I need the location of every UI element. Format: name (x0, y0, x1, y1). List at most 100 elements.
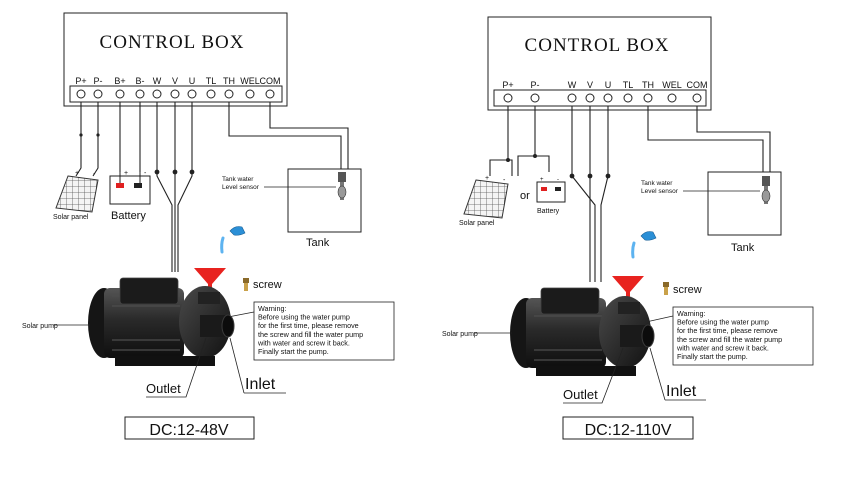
left-wires (75, 102, 349, 272)
right-terminal-label: TL (623, 80, 634, 90)
right-inlet-label: Inlet (666, 383, 697, 400)
right-level-sensor-icon (761, 176, 771, 204)
right-warning-line: the screw and fill the water pump (677, 335, 782, 344)
right-solar-panel-label: Solar panel (459, 220, 495, 227)
left-terminal-label: P+ (75, 76, 86, 86)
left-inlet-label: Inlet (245, 376, 276, 393)
right-terminal-label: TH (642, 80, 654, 90)
right-outlet-label: Outlet (563, 387, 598, 402)
left-terminal-label: U (189, 76, 196, 86)
left-terminal-label: V (172, 76, 178, 86)
left-terminal-screw (245, 89, 255, 99)
left-terminal-label: WEL (240, 76, 260, 86)
svg-text:-: - (503, 177, 506, 184)
right-terminal-screw (530, 93, 540, 103)
svg-text:-: - (557, 177, 559, 183)
right-terminal-label: W (568, 80, 577, 90)
left-wire-dots (79, 133, 195, 175)
right-or-label: or (520, 190, 530, 202)
right-voltage-box (562, 416, 694, 440)
left-tank-sensor-label-2: Level sensor (222, 184, 260, 191)
right-terminal-label: WEL (662, 80, 682, 90)
right-terminal-screw (567, 93, 577, 103)
left-warning-line: the screw and fill the water pump (258, 330, 363, 339)
left-tank-sensor-label-1: Tank water (222, 176, 254, 183)
right-terminal-screw (692, 93, 702, 103)
right-warning-line: with water and screw it back. (676, 343, 769, 352)
right-funnel-icon (612, 276, 644, 305)
right-terminal-screw (585, 93, 595, 103)
right-terminal-screw (603, 93, 613, 103)
left-terminal-screw (187, 89, 197, 99)
svg-text:+: + (540, 177, 544, 183)
left-terminal-label: TL (206, 76, 217, 86)
left-solar-panel-icon: + - (55, 170, 99, 213)
left-terminal-screw (135, 89, 145, 99)
left-warning-line: Finally start the pump. (258, 347, 329, 356)
left-terminal-label: TH (223, 76, 235, 86)
left-warning-line: Warning: (258, 304, 287, 313)
right-tank-sensor-label-1: Tank water (641, 180, 673, 187)
left-outlet-label: Outlet (146, 381, 181, 396)
right-screw-icon (663, 282, 669, 295)
right-wires (489, 106, 771, 282)
left-warning-box (253, 301, 395, 361)
left-tank (287, 168, 362, 233)
right-warning-line: Finally start the pump. (677, 352, 748, 361)
right-terminal-screw (503, 93, 513, 103)
right-battery-icon: + - (536, 177, 566, 203)
svg-text:-: - (144, 170, 147, 177)
left-terminal-screw (224, 89, 234, 99)
right-warning-line: Warning: (677, 309, 706, 318)
left-voltage-label: DC:12-48V (149, 422, 228, 439)
left-terminal-screw (152, 89, 162, 99)
left-level-sensor-icon (337, 172, 347, 200)
right-screw-label: screw (673, 284, 702, 296)
left-terminal-label: B+ (114, 76, 125, 86)
left-solar-pump-label: Solar pump (22, 323, 58, 330)
left-terminal-screw (206, 89, 216, 99)
left-terminal-label: P- (94, 76, 103, 86)
right-terminal-screw (667, 93, 677, 103)
left-terminal-screw (170, 89, 180, 99)
right-terminal-label: U (605, 80, 612, 90)
left-tank-label: Tank (306, 237, 330, 249)
left-battery-icon: + - (109, 170, 151, 205)
right-control-box-title: CONTROL BOX (525, 35, 670, 56)
right-solar-pump-icon (510, 287, 655, 376)
left-warning-line: with water and screw it back. (257, 338, 350, 347)
right-solar-panel-icon: + - (463, 175, 509, 219)
left-battery-label: Battery (111, 210, 146, 222)
left-terminal-screw (115, 89, 125, 99)
left-terminal-label: W (153, 76, 162, 86)
right-wire-dots (506, 154, 611, 179)
right-terminal-label: COM (687, 80, 708, 90)
svg-text:+: + (124, 170, 128, 177)
left-warning-line: for the first time, please remove (258, 321, 359, 330)
right-voltage-label: DC:12-110V (585, 422, 672, 439)
left-control-box-title: CONTROL BOX (100, 32, 245, 53)
right-terminal-screw (643, 93, 653, 103)
left-terminal-screw (76, 89, 86, 99)
right-terminal-label: P- (531, 80, 540, 90)
right-terminal-label: P+ (502, 80, 513, 90)
right-battery-label: Battery (537, 208, 560, 215)
left-warning-line: Before using the water pump (258, 313, 350, 322)
right-warning-box (672, 306, 814, 366)
right-tank-label: Tank (731, 242, 755, 254)
right-warning-line: for the first time, please remove (677, 326, 778, 335)
right-tank-sensor-label-2: Level sensor (641, 188, 679, 195)
left-solar-panel-label: Solar panel (53, 214, 89, 221)
left-terminal-screw (93, 89, 103, 99)
left-water-tap-icon (220, 226, 246, 254)
right-solar-pump-label: Solar pump (442, 331, 478, 338)
left-terminal-screw (265, 89, 275, 99)
svg-text:+: + (485, 175, 489, 182)
